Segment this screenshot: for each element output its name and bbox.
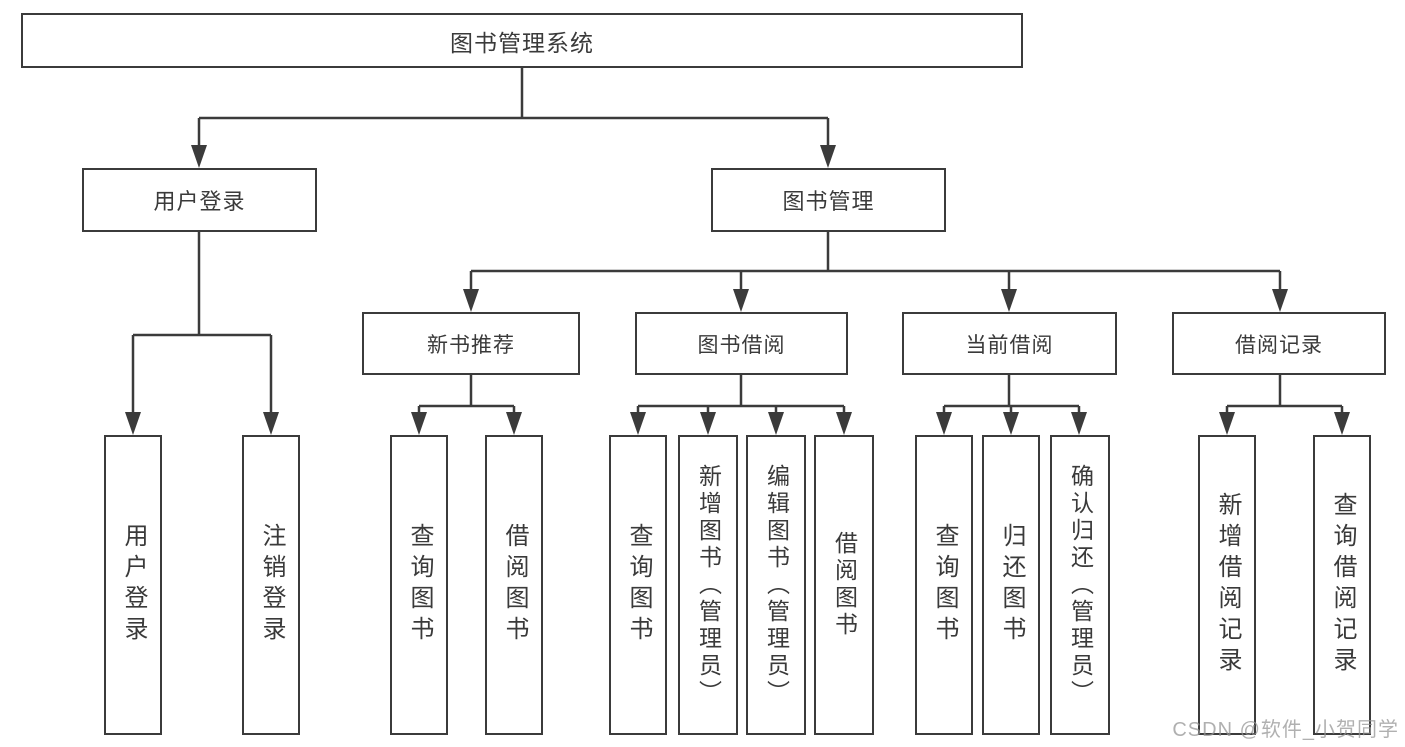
leaf-add-borrow-record-label: 新增借阅记录 <box>1214 492 1241 678</box>
node-user-login-label: 用户登录 <box>153 189 246 214</box>
node-borrowing-records: 借阅记录 <box>1172 312 1386 375</box>
node-user-login: 用户登录 <box>82 168 317 232</box>
node-current-borrowing: 当前借阅 <box>902 312 1117 375</box>
node-root: 图书管理系统 <box>21 13 1023 68</box>
leaf-recommend-query-books-label: 查询图书 <box>406 523 433 647</box>
leaf-query-borrow-record: 查询借阅记录 <box>1313 435 1371 735</box>
leaf-recommend-query-books: 查询图书 <box>390 435 448 735</box>
node-borrowing-records-label: 借阅记录 <box>1235 333 1323 357</box>
leaf-return-books: 归还图书 <box>982 435 1040 735</box>
node-new-book-recommendation-label: 新书推荐 <box>427 333 515 357</box>
node-book-management-label: 图书管理 <box>782 189 875 214</box>
leaf-recommend-borrow-books: 借阅图书 <box>485 435 543 735</box>
leaf-borrowing-query-books: 查询图书 <box>609 435 667 735</box>
leaf-user-login-label: 用户登录 <box>120 523 147 647</box>
leaf-user-login: 用户登录 <box>104 435 162 735</box>
node-current-borrowing-label: 当前借阅 <box>965 333 1054 357</box>
node-book-management: 图书管理 <box>711 168 946 232</box>
leaf-query-borrow-record-label: 查询借阅记录 <box>1329 492 1356 678</box>
leaf-borrowing-borrow-books-label: 借阅图书 <box>831 531 858 639</box>
node-book-borrowing-label: 图书借阅 <box>697 333 786 357</box>
leaf-edit-books-admin: 编辑图书（管理员） <box>746 435 806 735</box>
leaf-current-query-books: 查询图书 <box>915 435 973 735</box>
leaf-return-books-label: 归还图书 <box>998 523 1025 647</box>
csdn-watermark: CSDN @软件_小贺同学 <box>1172 719 1399 741</box>
leaf-add-books-admin-label: 新增图书（管理员） <box>695 463 722 707</box>
leaf-borrowing-query-books-label: 查询图书 <box>625 523 652 647</box>
leaf-logout-label: 注销登录 <box>258 523 285 647</box>
leaf-current-query-books-label: 查询图书 <box>931 523 958 647</box>
leaf-confirm-return-admin: 确认归还（管理员） <box>1050 435 1110 735</box>
leaf-confirm-return-admin-label: 确认归还（管理员） <box>1067 463 1094 707</box>
arrowheads <box>125 145 1350 435</box>
leaf-add-borrow-record: 新增借阅记录 <box>1198 435 1256 735</box>
leaf-add-books-admin: 新增图书（管理员） <box>678 435 738 735</box>
leaf-recommend-borrow-books-label: 借阅图书 <box>501 523 528 647</box>
leaf-logout: 注销登录 <box>242 435 300 735</box>
node-book-borrowing: 图书借阅 <box>635 312 848 375</box>
leaf-edit-books-admin-label: 编辑图书（管理员） <box>763 463 790 707</box>
node-new-book-recommendation: 新书推荐 <box>362 312 580 375</box>
node-root-label: 图书管理系统 <box>450 29 594 56</box>
leaf-borrowing-borrow-books: 借阅图书 <box>814 435 874 735</box>
